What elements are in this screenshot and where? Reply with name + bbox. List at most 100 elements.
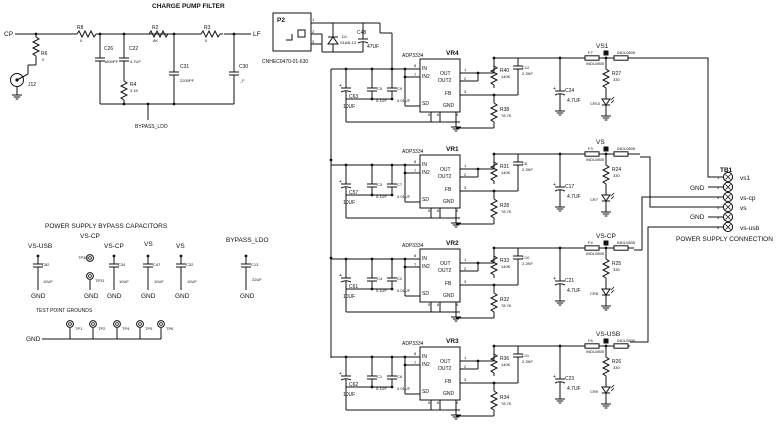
res-ref-r33: R33 [500, 258, 509, 264]
cap-ref-c17: C17 [565, 184, 574, 190]
bypass-gnd-5: GND [175, 293, 190, 300]
r3-value: 0 [205, 38, 208, 43]
regulator-part-vs: ADP3334 [402, 149, 424, 155]
d1-part: S1AB-13 [340, 40, 357, 45]
res-value-r26: 330 [613, 365, 620, 370]
tb1-ref: TB1 [720, 167, 733, 174]
res-value-r36: 140K [501, 362, 511, 367]
cap-ref-c61: C61 [349, 284, 358, 290]
cap-value-c8: 2.2NF [522, 167, 533, 172]
pin-sd: SD [422, 197, 429, 203]
pin-num-6: 6 [437, 400, 440, 405]
pin-num-4: 4 [456, 112, 459, 117]
ferrite-value-f6: INDL0805 [586, 349, 605, 354]
cap-ref-c21: C21 [565, 278, 574, 284]
c30-ref: C30 [239, 64, 248, 70]
tb1-gnd1: GND [690, 185, 705, 192]
pin-fb: FB [445, 187, 452, 193]
led-ref-cr8: CR8 [590, 291, 599, 296]
diode-icon [327, 36, 339, 45]
pin-out2: OUT2 [438, 366, 452, 372]
pin-num-3: 3 [464, 89, 467, 94]
ferrite-ref-f7: F7 [588, 50, 593, 55]
res-ref-r38: R38 [500, 107, 509, 113]
c47-value: 10UF [154, 279, 164, 284]
ferrite-ref-f6: F6 [588, 338, 593, 343]
cap-value-c11: 2.2NF [522, 359, 533, 364]
c13-value: 22UF [252, 277, 262, 282]
pin-out2: OUT2 [438, 268, 452, 274]
bypass-gnd-3: GND [107, 293, 122, 300]
pin-num-2: 2 [464, 172, 467, 177]
regulator-ref-vs: VR1 [446, 146, 459, 153]
pin-num-2: 2 [464, 76, 467, 81]
pin-out: OUT [440, 359, 451, 365]
bypass-gnd-4: GND [141, 293, 156, 300]
c31-value: 2200PF [180, 78, 195, 83]
cap-value-c6: 0.01UF [397, 386, 411, 391]
pin-num-8: 8 [414, 253, 417, 258]
tp2-ref: TP2 [98, 326, 106, 331]
cap-value-c3: 0.1UF [376, 194, 387, 199]
regulator-ref-vs1: VR4 [446, 50, 459, 57]
cap-value-c2: 0.01UF [397, 288, 411, 293]
pin-in2: IN2 [422, 170, 430, 176]
pin-num-1: 1 [464, 355, 467, 360]
cap-ref-c24: C24 [565, 88, 574, 94]
pin-num-8: 8 [414, 159, 417, 164]
cap-value-c17: 4.7UF [567, 194, 581, 200]
cap-ref-c11: C11 [522, 353, 530, 358]
pin-num-8: 8 [414, 351, 417, 356]
tb1-gnd2: GND [690, 214, 705, 221]
c82-value: 10UF [43, 279, 53, 284]
p2-pin3: 3 [312, 39, 315, 44]
cap-ref-c3: C3 [377, 182, 383, 187]
c26-value: 1800PF [104, 59, 119, 64]
r6-ref: R6 [41, 51, 48, 57]
pin-in: IN [422, 256, 427, 262]
pin-sd: SD [422, 101, 429, 107]
bypass-ldo-net-label: BYPASS_LDO [135, 124, 168, 130]
cap-value-c61: 10UF [343, 294, 355, 300]
res-value-r31: 140K [501, 170, 511, 175]
power-supply-connection-title: POWER SUPPLY CONNECTION [676, 236, 773, 243]
pin-gnd: GND [443, 103, 455, 109]
cap-value-c12: 2.2NF [522, 71, 533, 76]
pin-num-1: 1 [464, 67, 467, 72]
d1-ref: D1 [342, 34, 348, 39]
cap-ref-c12: C12 [522, 65, 530, 70]
r8-value: 0 [80, 38, 83, 43]
cap-ref-c1: C1 [377, 374, 383, 379]
tp30-ref: TP30 [78, 255, 88, 260]
pin-gnd: GND [443, 391, 455, 397]
pin-num-5: 5 [428, 400, 431, 405]
pin-out2: OUT2 [438, 174, 452, 180]
res-ref-r27: R27 [612, 71, 621, 77]
pin-num-4: 4 [456, 302, 459, 307]
regulator-part-vsusb: ADP3334 [402, 341, 424, 347]
tb1-label-vsusb: vs-usb [740, 225, 760, 232]
pin-gnd: GND [443, 293, 455, 299]
led-ref-cr9: CR9 [590, 389, 599, 394]
j12-ref: J12 [28, 82, 36, 88]
ferrite-value-2-vs1: INDL0805 [617, 50, 636, 55]
pin-fb: FB [445, 91, 452, 97]
cap-value-c24: 4.7UF [567, 98, 581, 104]
bypass-vs2-label: VS [176, 243, 185, 250]
pin-num-3: 3 [464, 377, 467, 382]
p2-pin1: 1 [312, 17, 315, 22]
bypass-ldo-label: BYPASS_LDO [226, 237, 269, 244]
ferrite-ref-f3: F3 [588, 146, 593, 151]
ferrite-value-2-vs: INDL0805 [617, 146, 636, 151]
cap-ref-c8: C8 [522, 161, 528, 166]
c32-value: 10UF [187, 279, 197, 284]
pin-num-5: 5 [428, 302, 431, 307]
c48-value: 47UF [367, 44, 379, 50]
bypass-gnd-6: GND [240, 293, 255, 300]
net-label-vs1: VS1 [596, 43, 609, 50]
pin-num-2: 2 [464, 364, 467, 369]
